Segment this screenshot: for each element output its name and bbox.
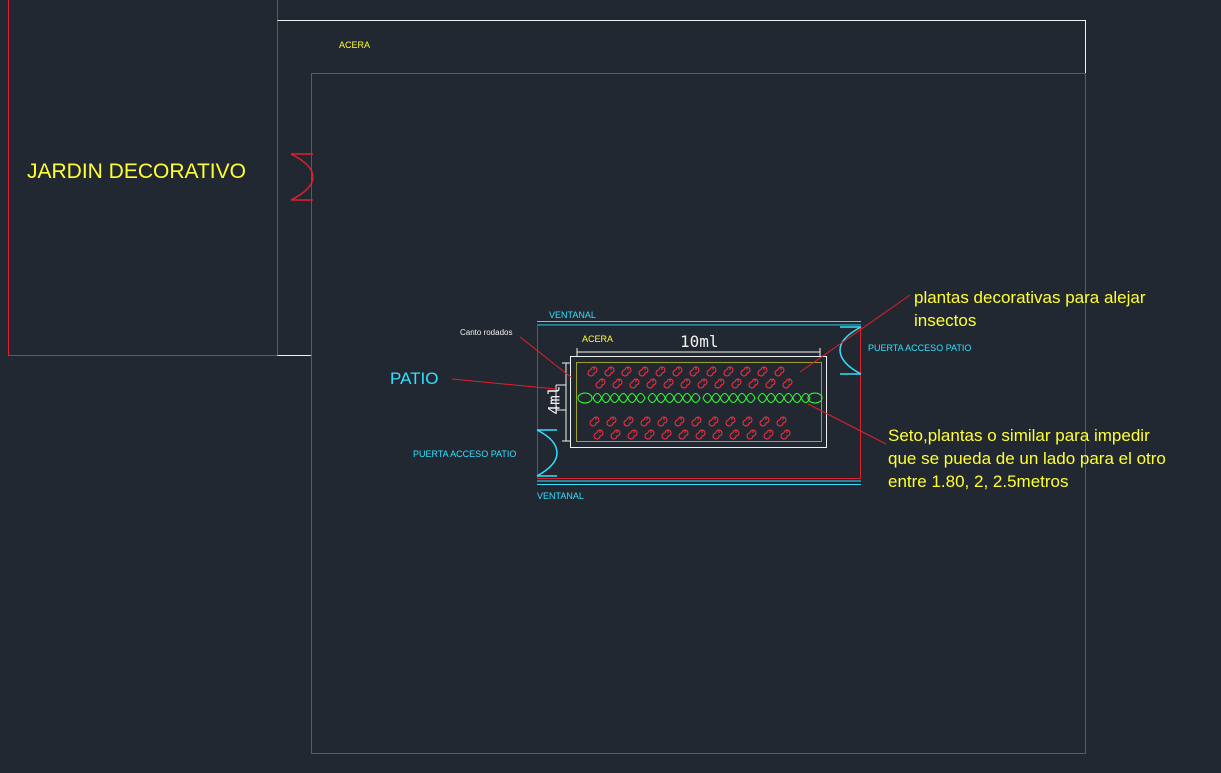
bed-edge-marks <box>555 384 566 411</box>
door-swing-icon <box>290 153 314 201</box>
dimension-width <box>562 362 570 442</box>
puerta-right-label: PUERTA ACCESO PATIO <box>868 343 972 353</box>
note-hedge-line2: que se pueda de un lado para el otro <box>888 449 1166 468</box>
acera-outline <box>277 20 1086 73</box>
door-swing-icon <box>536 429 558 477</box>
note-hedge-line1: Seto,plantas o similar para impedir <box>888 426 1150 445</box>
ventanal-bottom-label: VENTANAL <box>537 491 584 501</box>
door-swing-icon <box>839 326 862 375</box>
flower-icon <box>587 366 793 440</box>
dimension-length-label: 10ml <box>680 332 719 351</box>
jardin-boundary <box>8 0 278 356</box>
hedge-shrub-icon <box>577 392 823 404</box>
dimension-length <box>576 348 821 356</box>
patio-boundary <box>537 325 861 479</box>
patio-label: PATIO <box>390 369 439 388</box>
canto-rodados-label: Canto rodados <box>460 328 513 337</box>
site-boundary <box>311 73 1086 754</box>
acera-top-label: ACERA <box>339 40 371 50</box>
jardin-label: JARDIN DECORATIVO <box>27 160 246 183</box>
ventanal-top-label: VENTANAL <box>549 310 596 320</box>
ventanal-top-lines <box>537 321 861 326</box>
ventanal-bottom-lines <box>537 480 861 485</box>
acera-inner-label: ACERA <box>582 334 614 344</box>
note-hedge-line3: entre 1.80, 2, 2.5metros <box>888 472 1069 491</box>
note-plants-line2: insectos <box>914 311 977 330</box>
note-plants-line1: plantas decorativas para alejar <box>914 288 1146 307</box>
puerta-left-label: PUERTA ACCESO PATIO <box>413 449 517 459</box>
garden-bed-inner <box>576 362 822 442</box>
dimension-width-label: 4ml <box>544 385 564 415</box>
garden-bed-outline <box>570 356 827 448</box>
leader-lines <box>451 294 911 445</box>
